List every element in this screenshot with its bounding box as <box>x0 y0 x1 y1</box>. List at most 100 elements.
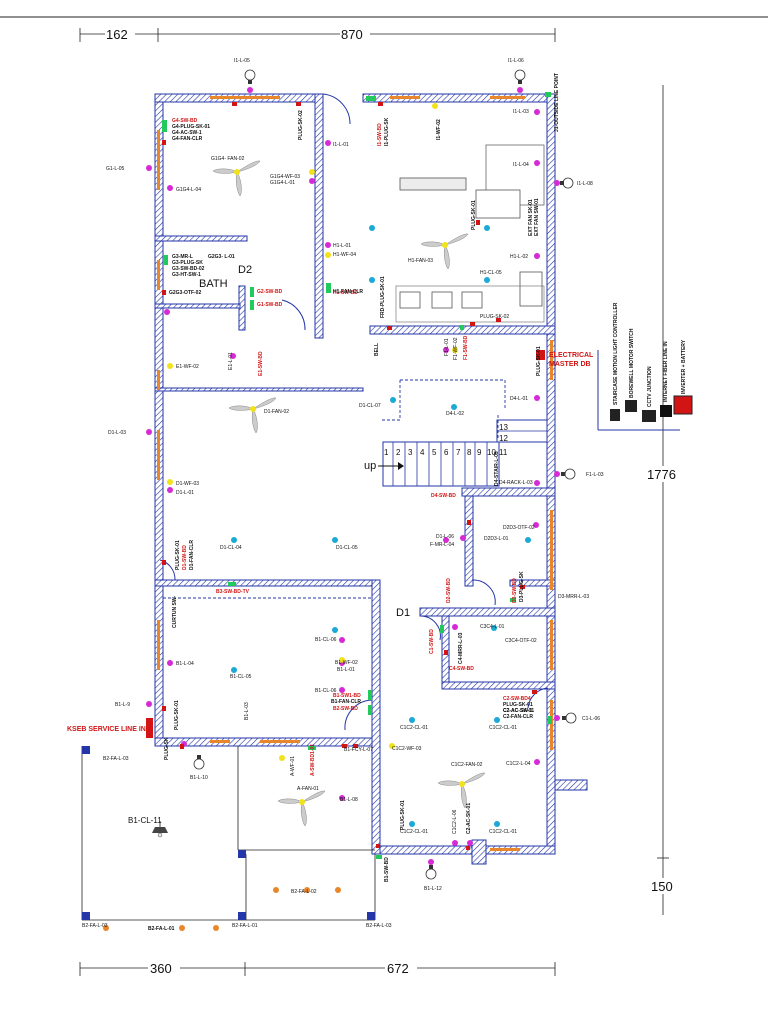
bulb-icon <box>560 177 574 189</box>
point-label-d1-cl-04: D1-CL-04 <box>220 545 242 551</box>
point-label-i1-sw-bd: I1-SW-BD <box>377 123 383 146</box>
fan-hub <box>234 169 240 175</box>
point-label-h1-wf: H1-WF-04 <box>333 252 356 258</box>
point-label-d4-stair: D4-STAIR-L-05 <box>494 451 500 486</box>
bottom-dimension-line: 360 672 <box>79 961 556 976</box>
stair-number-9: 9 <box>477 448 482 457</box>
point-label-c4-sw-bd: C4-SW-BD <box>449 666 474 672</box>
point-label-b2-fa-l05: B2-FA-L-03 <box>366 923 392 929</box>
point-label-i1-l-01: I1-L-01 <box>333 142 349 148</box>
point-label-f-mr: F-MR-L-04 <box>430 542 454 548</box>
point-label-b1-l-03: B1-L-03 <box>244 702 250 720</box>
point-label-b1-l-04: B1-L-04 <box>176 661 194 667</box>
point-label-plug-sk-01f: PLUG-SK-01 <box>400 800 406 830</box>
point-label-d2d3-l01: D2D3-L-01 <box>484 536 509 542</box>
point-label-d1-cl-05: D1-CL-05 <box>336 545 358 551</box>
windows <box>157 96 553 851</box>
stair-number-6: 6 <box>444 448 449 457</box>
staircase: 1 2 3 4 5 6 7 8 9 10 11 12 13 up <box>364 419 548 487</box>
point-label-g2g3: G2G3- L-01 <box>208 254 235 260</box>
point-label-a-fan: A-FAN-01 <box>297 786 319 792</box>
point-label-g1g4-wf: G1G4-WF-03 <box>270 174 300 180</box>
point-label-i1-l-03: I1-L-03 <box>513 109 529 115</box>
legend-item-motion-controller: STAIRCASE MOTION LIGHT CONTROLLER <box>613 302 619 405</box>
point-label-g1g4-l04: G1G4-L-04 <box>176 187 201 193</box>
point-label-g2-sw-bd: G2-SW-BD <box>257 289 283 295</box>
point-label-j1-outside: J1-OUTSIDE LINE POINT <box>554 73 560 132</box>
stair-number-5: 5 <box>432 448 437 457</box>
point-label-plug-sk-02b: PLUG-SK-02 <box>480 314 509 320</box>
point-label-d2-sw-bd: D2-SW-BD <box>446 578 452 603</box>
point-label-b1-sw-bd: B1-SW-BD <box>384 857 390 882</box>
point-label-g1g4-l01: G1G4-L-01 <box>270 180 295 186</box>
wall-fan-points <box>167 103 458 761</box>
point-label-b1-cl-05: B1-CL-05 <box>230 674 252 680</box>
point-label-ext-fan-sw: EXT FAN SW-01 <box>534 198 540 236</box>
point-label-h1-fan: H1-FAN-03 <box>408 258 433 264</box>
dim-bottom-left: 360 <box>150 961 172 976</box>
point-label-c2-ac: C2-AC-SK-01 <box>503 708 534 714</box>
room-labels: D2 BATH D1 <box>199 264 410 619</box>
point-label-b1-cl-11: B1-CL-11 <box>128 816 162 825</box>
stair-number-2: 2 <box>396 448 401 457</box>
point-label-d1-cl-07: D1-CL-07 <box>359 403 381 409</box>
dim-top-left: 162 <box>106 27 128 42</box>
point-label-b1-fcy: B1-FCY-L-07 <box>344 747 373 753</box>
point-label-b1-l-12: B1-L-12 <box>424 886 442 892</box>
point-label-h1-l-02: H1-L-02 <box>510 254 528 260</box>
ceiling-lights <box>231 225 531 827</box>
point-label-i1-plug: I1-PLUG-SK <box>384 117 390 146</box>
point-label-i1-l-08: I1-L-08 <box>577 181 593 187</box>
point-label-c1c2-cl01b: C1C2-CL-01 <box>489 725 517 731</box>
point-label-h1-sw-bd: H1-SW-BD <box>333 290 358 296</box>
point-label-d3-plug: D3-PLUG-SK <box>519 571 525 602</box>
point-label-c1c2-cl01d: C1C2-CL-01 <box>489 829 517 835</box>
point-label-g1-l-05: G1-L-05 <box>106 166 125 172</box>
point-label-a-sw: A-SW-BD1-01 <box>310 744 316 776</box>
outdoor-bulbs <box>152 69 577 880</box>
fan-icon <box>420 233 469 270</box>
stair-number-13: 13 <box>499 423 508 432</box>
point-label-d4-l-01: D4-L-01 <box>510 396 528 402</box>
point-label-plug-sk-01e: PLUG-SK-01 <box>503 702 533 708</box>
point-label-c1c2-wf: C1C2-WF-03 <box>392 746 422 752</box>
stair-number-1: 1 <box>384 448 389 457</box>
point-label-c2-ac-sk: C2-AC-SK-01 <box>466 803 472 834</box>
point-label-b1-l-9: B1-L-9 <box>115 702 130 708</box>
point-label-c1c2-cl01: C1C2-CL-01 <box>400 725 428 731</box>
point-label-d1-sw-bd: D1-SW-BD <box>182 545 188 570</box>
point-label-e1-sw-bd: E1-SW-BD <box>258 351 264 376</box>
point-label-b2-fa-l01: B2-FA-L-01 <box>148 926 175 932</box>
point-label-d4-sw-bd: D4-SW-BD <box>431 493 456 499</box>
point-label-d1-fan-clr: D1-FAN-CLR <box>189 540 195 570</box>
point-label-g4-plug: G4-PLUG-SK-01 <box>172 124 210 130</box>
bulb-icon <box>425 865 437 880</box>
bulb-icon <box>244 69 256 84</box>
point-label-g2g3-otf: G2G3-OTF-02 <box>169 290 201 296</box>
point-label-b2-sw-bd: B2-SW-BD <box>333 706 358 712</box>
point-label-d1-l-03: D1-L-03 <box>108 430 126 436</box>
bulb-icon <box>562 712 577 724</box>
point-label-c3c4-otf: C3C4-OTF-02 <box>505 638 537 644</box>
switch-boards <box>162 92 552 859</box>
point-label-c1c2-l04: C1C2-L-04 <box>506 761 531 767</box>
light-points <box>146 87 560 865</box>
db-label-line1: ELECTRICAL <box>549 352 594 359</box>
dim-side-porch: 150 <box>651 879 673 894</box>
point-label-d4-rack: D4-RACK-L-03 <box>499 480 533 486</box>
porch-structure <box>81 746 376 921</box>
dim-side-total: 1776 <box>647 467 676 482</box>
point-label-b1-wf: B1-WF-02 <box>335 660 358 666</box>
point-label-d3-mrr: D3-MRR-L-03 <box>558 594 589 600</box>
point-label-g4-ac: G4-AC-SW-1 <box>172 130 202 136</box>
point-label-g3-mr: G3-MR-L <box>172 254 193 260</box>
point-label-b1-fan-clr: B1-FAN-CLR <box>331 699 361 705</box>
point-label-b1-cl-06b: B1-CL-06 <box>315 688 337 694</box>
legend-item-borewell: BOREWELL MOTOR SWITCH <box>629 328 635 398</box>
room-d1: D1 <box>396 607 410 619</box>
point-label-curtain: CURTUN SW- <box>172 596 178 628</box>
point-label-frd-plug: FRD-PLUG-SK-01 <box>380 276 386 318</box>
point-label-c4-mrr: C4-MRR-L-03 <box>458 632 464 664</box>
